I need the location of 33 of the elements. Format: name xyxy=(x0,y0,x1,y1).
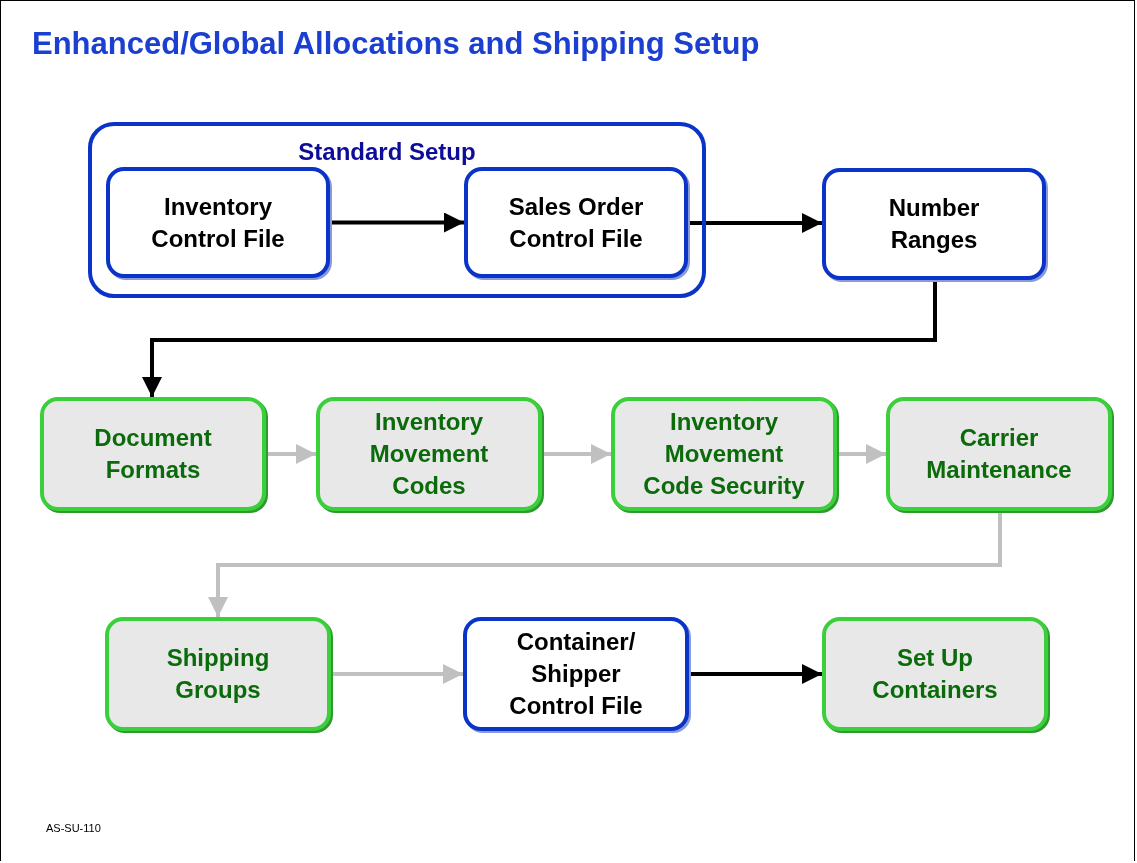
box-label: Set Up Containers xyxy=(871,643,999,705)
process-box xyxy=(40,397,266,511)
arrow xyxy=(331,664,463,684)
box-label: Container/ Shipper Control File xyxy=(508,627,644,721)
group-box xyxy=(88,122,706,298)
box-label: Inventory Movement Code Security xyxy=(642,407,806,501)
process-box xyxy=(886,397,1112,511)
box-label: Sales Order Control File xyxy=(507,191,645,254)
process-box xyxy=(822,617,1048,731)
arrow xyxy=(142,280,937,397)
box-label: Document Formats xyxy=(93,423,213,485)
arrow xyxy=(542,444,611,464)
box-label: Inventory Control File xyxy=(150,191,286,254)
slide-code: AS-SU-110 xyxy=(46,822,101,834)
arrow xyxy=(330,212,464,233)
group-heading: Standard Setup xyxy=(298,137,476,167)
slide-title: Enhanced/Global Allocations and Shipping Setup xyxy=(32,26,760,62)
box-label: Inventory Movement Codes xyxy=(368,407,490,501)
box-label: Shipping Groups xyxy=(165,643,271,705)
process-box xyxy=(611,397,837,511)
process-box xyxy=(463,617,689,731)
arrow xyxy=(266,444,316,464)
arrow xyxy=(688,213,822,233)
process-box xyxy=(316,397,542,511)
arrow xyxy=(208,511,1002,617)
box-label: Carrier Maintenance xyxy=(925,423,1073,485)
process-box xyxy=(105,617,331,731)
box-label: Number Ranges xyxy=(887,193,981,255)
process-box xyxy=(464,167,688,278)
process-box xyxy=(822,168,1046,280)
arrow xyxy=(837,444,886,464)
process-box xyxy=(106,167,330,278)
arrow xyxy=(689,664,822,684)
